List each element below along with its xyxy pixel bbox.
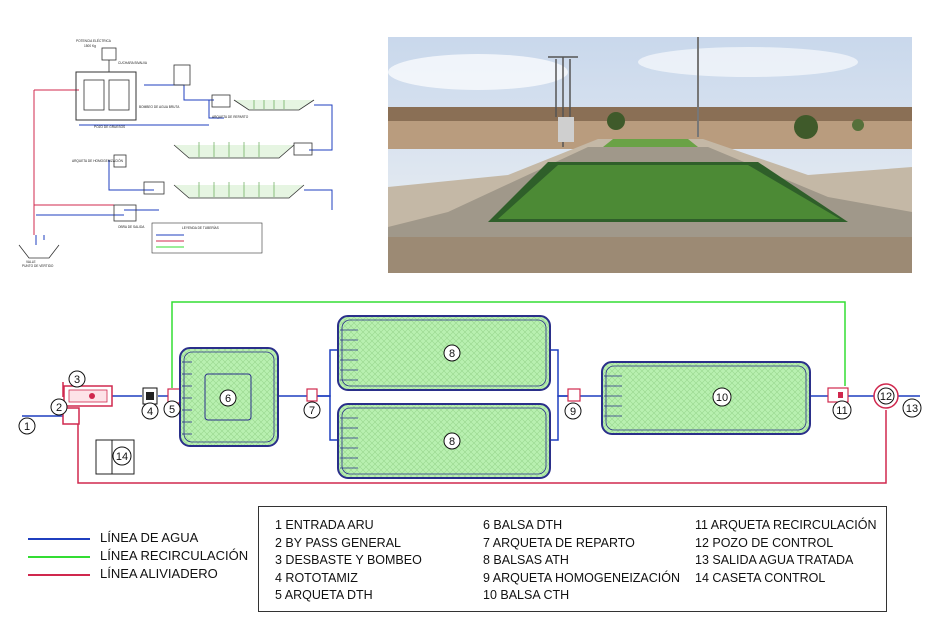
legend-item: 13 SALIDA AGUA TRATADA	[695, 553, 854, 567]
plant-schematic-drawing: POTENCIA ELÉCTRICA 1500 Kg CUCHARA BIVAL…	[18, 38, 333, 268]
callout-9: 9	[570, 406, 576, 418]
legend-item: 6 BALSA DTH	[483, 518, 563, 532]
callout-6: 6	[225, 393, 231, 405]
cth-pond	[601, 361, 811, 435]
label-valley: VALLE	[26, 260, 36, 264]
label-power-value: 1500 Kg	[84, 44, 96, 48]
callout-3: 3	[74, 374, 80, 386]
callout-14: 14	[116, 451, 128, 463]
legend-item: 5 ARQUETA DTH	[275, 588, 373, 602]
legend-item: 2 BY PASS GENERAL	[275, 535, 401, 550]
water-line-label: LÍNEA DE AGUA	[100, 530, 199, 545]
recirculation-line	[171, 301, 846, 388]
distribution-box	[306, 388, 318, 402]
legend-item: 11 ARQUETA RECIRCULACIÓN	[695, 518, 877, 532]
legend-item: 12 POZO DE CONTROL	[695, 535, 834, 550]
power-pylon	[548, 56, 578, 147]
label-homog: ARQUETA DE HOMOGENIZACIÓN	[72, 158, 124, 163]
line-legend: LÍNEA DE AGUA LÍNEA RECIRCULACIÓN LÍNEA …	[28, 530, 268, 600]
water-line	[22, 349, 920, 441]
legend-column-2: 6 BALSA DTH 7 ARQUETA DE REPARTO 8 BALSA…	[483, 517, 680, 605]
callout-8-top: 8	[449, 348, 455, 360]
bypass-box	[62, 407, 80, 425]
recirculation-line-label: LÍNEA RECIRCULACIÓN	[100, 548, 249, 563]
label-bucket: CUCHARA BIVALVA	[118, 61, 148, 65]
item-legend: 1 ENTRADA ARU 2 BY PASS GENERAL 3 DESBAS…	[258, 506, 887, 612]
overflow-line	[77, 410, 887, 484]
legend-item: 4 ROTOTAMIZ	[275, 570, 358, 585]
label-power: POTENCIA ELÉCTRICA	[76, 38, 112, 43]
legend-item: 3 DESBASTE Y BOMBEO	[275, 553, 422, 567]
overflow-line-swatch	[28, 574, 90, 576]
callout-2: 2	[56, 402, 62, 414]
legend-item: 9 ARQUETA HOMOGENEIZACIÓN	[483, 570, 681, 585]
homogenization-box	[567, 388, 581, 402]
legend-item: 14 CASETA CONTROL	[695, 570, 826, 585]
callout-13: 13	[906, 403, 918, 415]
callout-12: 12	[880, 391, 892, 403]
label-outlet: OBRA DE SALIDA	[118, 225, 145, 229]
legend-column-3: 11 ARQUETA RECIRCULACIÓN 12 POZO DE CONT…	[695, 517, 877, 587]
legend-item: 10 BALSA CTH	[483, 588, 570, 602]
overflow-line-label: LÍNEA ALIVIADERO	[100, 566, 218, 581]
callout-1: 1	[24, 421, 30, 433]
legend-item: 1 ENTRADA ARU	[275, 518, 374, 532]
callout-10: 10	[716, 392, 728, 404]
callout-11: 11	[836, 405, 847, 417]
label-distribution: ARQUETA DE REPARTO	[212, 115, 249, 119]
label-pipe-legend-title: LEYENDA DE TUBERÍAS	[182, 226, 219, 230]
legend-item: 8 BALSAS ATH	[483, 553, 569, 567]
callout-5: 5	[169, 404, 175, 416]
label-discharge: PUNTO DE VERTIDO	[22, 264, 54, 268]
label-pumping: BOMBEO DE AGUA BRUTA	[139, 105, 180, 109]
recirculation-line-swatch	[28, 556, 90, 558]
legend-column-1: 1 ENTRADA ARU 2 BY PASS GENERAL 3 DESBAS…	[275, 517, 422, 605]
water-line-swatch	[28, 538, 90, 540]
callout-7: 7	[309, 405, 315, 417]
legend-item: 7 ARQUETA DE REPARTO	[483, 535, 635, 550]
process-flow-diagram: 1 2 3 4 5 6 7 8 8 9 10 11 12 13 14	[18, 301, 922, 484]
wetland-photo	[388, 37, 912, 273]
label-pit: POZO DE GRUESOS	[94, 125, 125, 129]
callout-8-bottom: 8	[449, 436, 455, 448]
callout-4: 4	[147, 406, 153, 418]
